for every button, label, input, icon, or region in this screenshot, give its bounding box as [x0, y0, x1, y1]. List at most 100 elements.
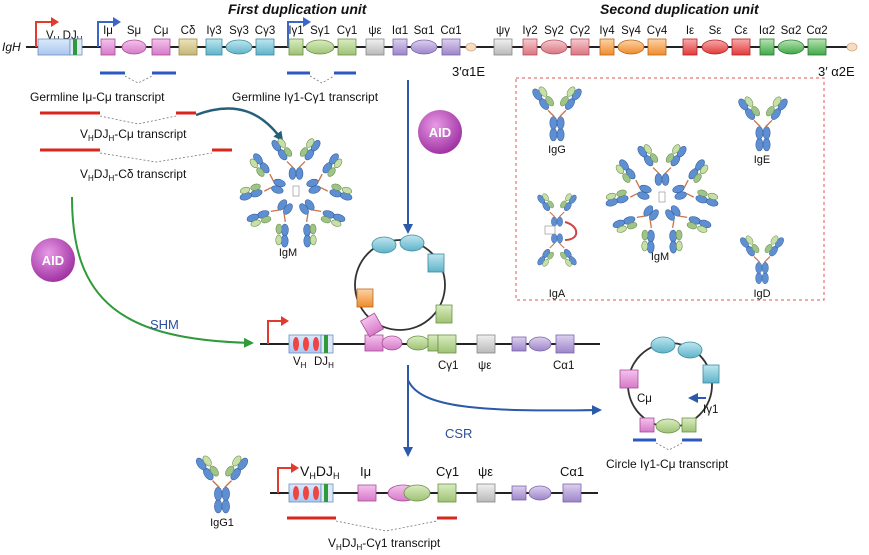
locus-seg-5-shape: [225, 39, 253, 55]
middle-psie-box: [476, 334, 496, 354]
igh-locus: IgH VH DJH IμSμCμCδIγ3Sγ3Cγ3Iγ1Sγ1Cγ1ψεI…: [2, 17, 858, 79]
loop-cd-box: [435, 304, 453, 324]
igm-center-label: IgM: [279, 247, 297, 259]
locus-seg-19-label: Sγ4: [621, 25, 641, 37]
germline-g1-splice: [309, 75, 335, 84]
locus-seg-11-shape: [392, 38, 408, 56]
locus-seg-6-label: Cγ3: [255, 25, 275, 37]
loop-cg3-box: [427, 253, 445, 273]
loop-sg3-oval: [371, 236, 397, 254]
middle-cg1-box: [437, 334, 457, 354]
locus-seg-14-shape: [493, 38, 513, 56]
vdj-cmu-transcript: VHDJH-Cμ transcript: [40, 111, 196, 143]
locus-seg-10-label: ψε: [368, 25, 381, 37]
locus-seg-4-label: Iγ3: [206, 25, 221, 37]
djh-green-stripe: [73, 39, 77, 55]
enhancer-a1-label: 3′α1E: [452, 64, 485, 79]
locus-seg-0-label: Iμ: [103, 25, 113, 37]
bottom-ca1-label: Cα1: [560, 464, 584, 479]
middle-mutation-3: [313, 337, 319, 351]
middle-ca1-label: Cα1: [553, 360, 574, 372]
germline-g1-transcript: Germline Iγ1-Cγ1 transcript: [232, 71, 379, 104]
vdj-cmu-label: VHDJH-Cμ transcript: [80, 127, 187, 143]
locus-seg-3-label: Cδ: [181, 25, 196, 37]
locus-seg-7-shape: [288, 38, 304, 56]
locus-seg-24-shape: [759, 38, 775, 56]
bottom-ca1-box: [562, 483, 582, 503]
vdj-cdelta-splice: [99, 152, 213, 163]
aid-left-label: AID: [42, 253, 64, 268]
circle-cmu-label: Cμ: [637, 393, 652, 405]
loop-ig1-box: [427, 334, 439, 352]
locus-seg-4-shape: [205, 38, 223, 56]
igh-label: IgH: [2, 40, 21, 54]
locus-seg-23-label: Cε: [734, 25, 747, 37]
circle-oval-1: [650, 336, 676, 354]
locus-seg-17-shape: [570, 38, 590, 56]
antibody-layer: [195, 86, 788, 514]
locus-seg-8-label: Sγ1: [310, 25, 330, 37]
circle-ig1-label: Iγ1: [703, 404, 718, 416]
locus-seg-20-shape: [647, 38, 667, 56]
igm-pentamer-center: [239, 138, 353, 248]
igm-pentamer-box: [605, 144, 719, 254]
locus-seg-13-label: Cα1: [440, 25, 461, 37]
locus-seg-0-shape: [100, 38, 116, 56]
enhancer-a2-mark: [846, 42, 858, 52]
bottom-mutation-3: [313, 486, 319, 500]
germline-mu-label: Germline Iμ-Cμ transcript: [30, 90, 165, 104]
locus-seg-17-label: Cγ2: [570, 25, 590, 37]
iga-dimer: [537, 193, 578, 267]
locus-seg-12-label: Sα1: [414, 25, 435, 37]
igd-antibody: [740, 235, 784, 285]
bottom-hybrid-switch-right: [403, 484, 431, 502]
locus-seg-12-shape: [410, 39, 438, 55]
second-unit-title: Second duplication unit: [600, 1, 760, 17]
middle-mutation-1: [293, 337, 299, 351]
germline-g1-label: Germline Iγ1-Cγ1 transcript: [232, 90, 379, 104]
middle-djh-stripe: [324, 335, 328, 353]
locus-seg-25-label: Sα2: [781, 25, 802, 37]
vdj-promoter-arrowhead: [51, 17, 59, 27]
aid-top-label: AID: [429, 125, 451, 140]
middle-vh-label: VH: [293, 356, 307, 370]
middle-djh-label: DJH: [314, 356, 334, 370]
germline-mu-splice: [124, 75, 153, 84]
locus-seg-23-shape: [731, 38, 751, 56]
imu-promoter-arrow: [97, 21, 114, 47]
locus-seg-19-shape: [617, 39, 645, 55]
middle-psie-label: ψε: [478, 360, 491, 372]
vdj-cg1-splice: [335, 520, 438, 532]
shm-arrow: [71, 196, 254, 348]
switch-loop: [354, 239, 446, 331]
vdj-cdelta-label: VHDJH-Cδ transcript: [80, 167, 187, 183]
locus-seg-22-shape: [701, 39, 729, 55]
bottom-djh-stripe: [324, 484, 328, 502]
locus-seg-20-label: Cγ4: [647, 25, 668, 37]
bottom-mutation-1: [293, 486, 299, 500]
circle-oval-2: [677, 341, 703, 359]
locus-seg-16-label: Sγ2: [544, 25, 564, 37]
middle-cg1-label: Cγ1: [438, 360, 458, 372]
locus-seg-15-label: Iγ2: [522, 25, 537, 37]
locus-seg-5-label: Sγ3: [229, 25, 249, 37]
locus-seg-21-label: Iε: [686, 25, 694, 37]
igg-antibody: [532, 86, 582, 142]
igd-label: IgD: [753, 288, 770, 300]
bottom-mutation-2: [303, 486, 309, 500]
enhancer-a2-label: 3′ α2E: [818, 64, 855, 79]
vdj-cmu-splice: [99, 115, 177, 125]
bottom-imu-label: Iμ: [360, 464, 371, 479]
locus-seg-3-shape: [178, 38, 198, 56]
circle-sg1-oval: [655, 418, 681, 434]
middle-ia1-box: [511, 336, 527, 352]
csr-label: CSR: [445, 426, 472, 441]
locus-seg-1-label: Sμ: [127, 25, 141, 37]
locus-seg-24-label: Iα2: [759, 25, 775, 37]
circle-cmu-box: [619, 369, 639, 389]
locus-seg-26-shape: [807, 38, 827, 56]
excised-circle: Cμ Iγ1 Circle Iγ1-Cμ transcript: [606, 336, 729, 471]
locus-seg-25-shape: [777, 39, 805, 55]
